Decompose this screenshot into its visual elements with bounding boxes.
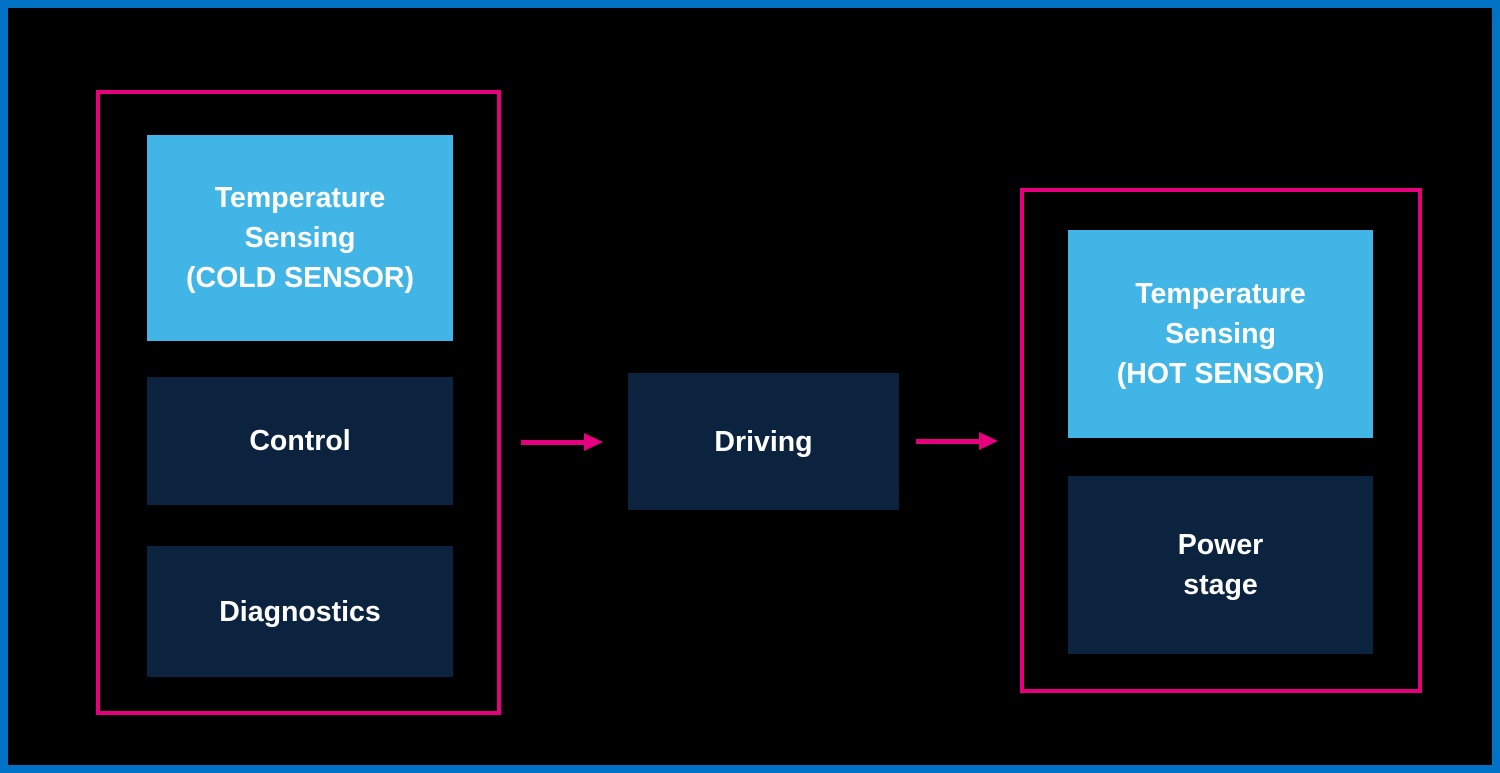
diagnostics-label: Diagnostics <box>219 595 381 628</box>
power-stage-label: Power stage <box>1177 529 1264 601</box>
hot-sensor-box: Temperature Sensing (HOT SENSOR) <box>1068 230 1373 438</box>
driving-label: Driving <box>714 425 813 458</box>
power-stage-box: Power stage <box>1068 476 1373 654</box>
arrow-right-icon <box>916 431 998 451</box>
control-box: Control <box>147 377 453 505</box>
control-label: Control <box>249 425 351 457</box>
driving-box: Driving <box>628 373 899 510</box>
cold-sensor-box: Temperature Sensing (COLD SENSOR) <box>147 135 453 341</box>
diagnostics-box: Diagnostics <box>147 546 453 677</box>
cold-sensor-label: Temperature Sensing (COLD SENSOR) <box>186 182 414 294</box>
hot-sensor-label: Temperature Sensing (HOT SENSOR) <box>1116 278 1325 390</box>
right-group-frame <box>1020 188 1422 693</box>
arrow-left-icon <box>521 432 603 452</box>
left-group-frame <box>96 90 501 715</box>
